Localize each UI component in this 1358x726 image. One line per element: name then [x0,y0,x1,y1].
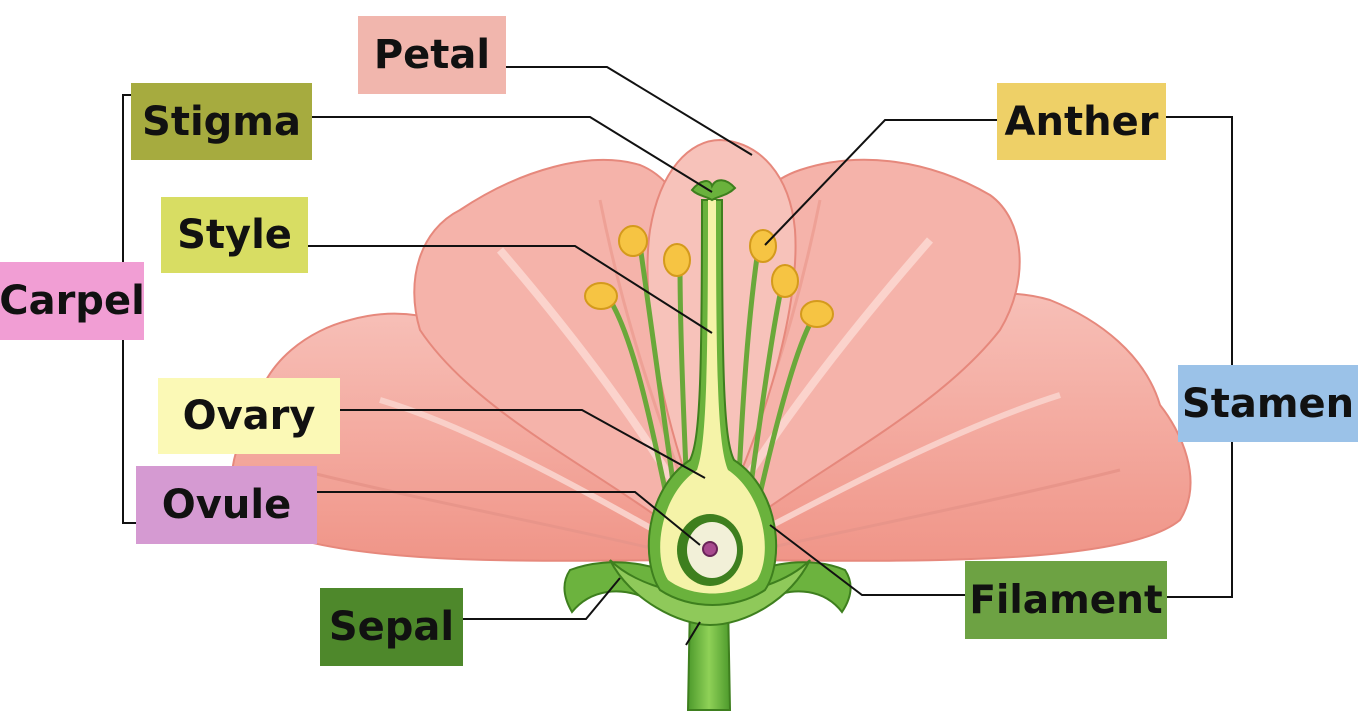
label-style: Style [161,197,308,273]
stamen-bracket [1166,116,1233,598]
sepal-leader-2 [685,621,701,646]
label-stigma: Stigma [131,83,312,160]
label-ovary: Ovary [158,378,340,454]
label-ovule: Ovule [136,466,317,544]
anther-leader [764,119,997,246]
pistil [647,179,778,606]
label-carpel: Carpel [0,262,145,340]
ovule [677,514,743,586]
style-leader [308,245,713,334]
ovary-leader [340,409,706,479]
filament-leader [769,524,965,596]
sepal-leader [463,577,621,620]
label-stamen: Stamen [1178,365,1358,442]
ovule-leader [317,491,701,546]
petal-leader [506,66,753,156]
label-petal: Petal [358,16,506,94]
anthers [584,225,834,328]
label-filament: Filament [965,561,1167,639]
stigma-leader [312,116,713,193]
label-anther: Anther [997,83,1166,160]
label-sepal: Sepal [320,588,463,666]
